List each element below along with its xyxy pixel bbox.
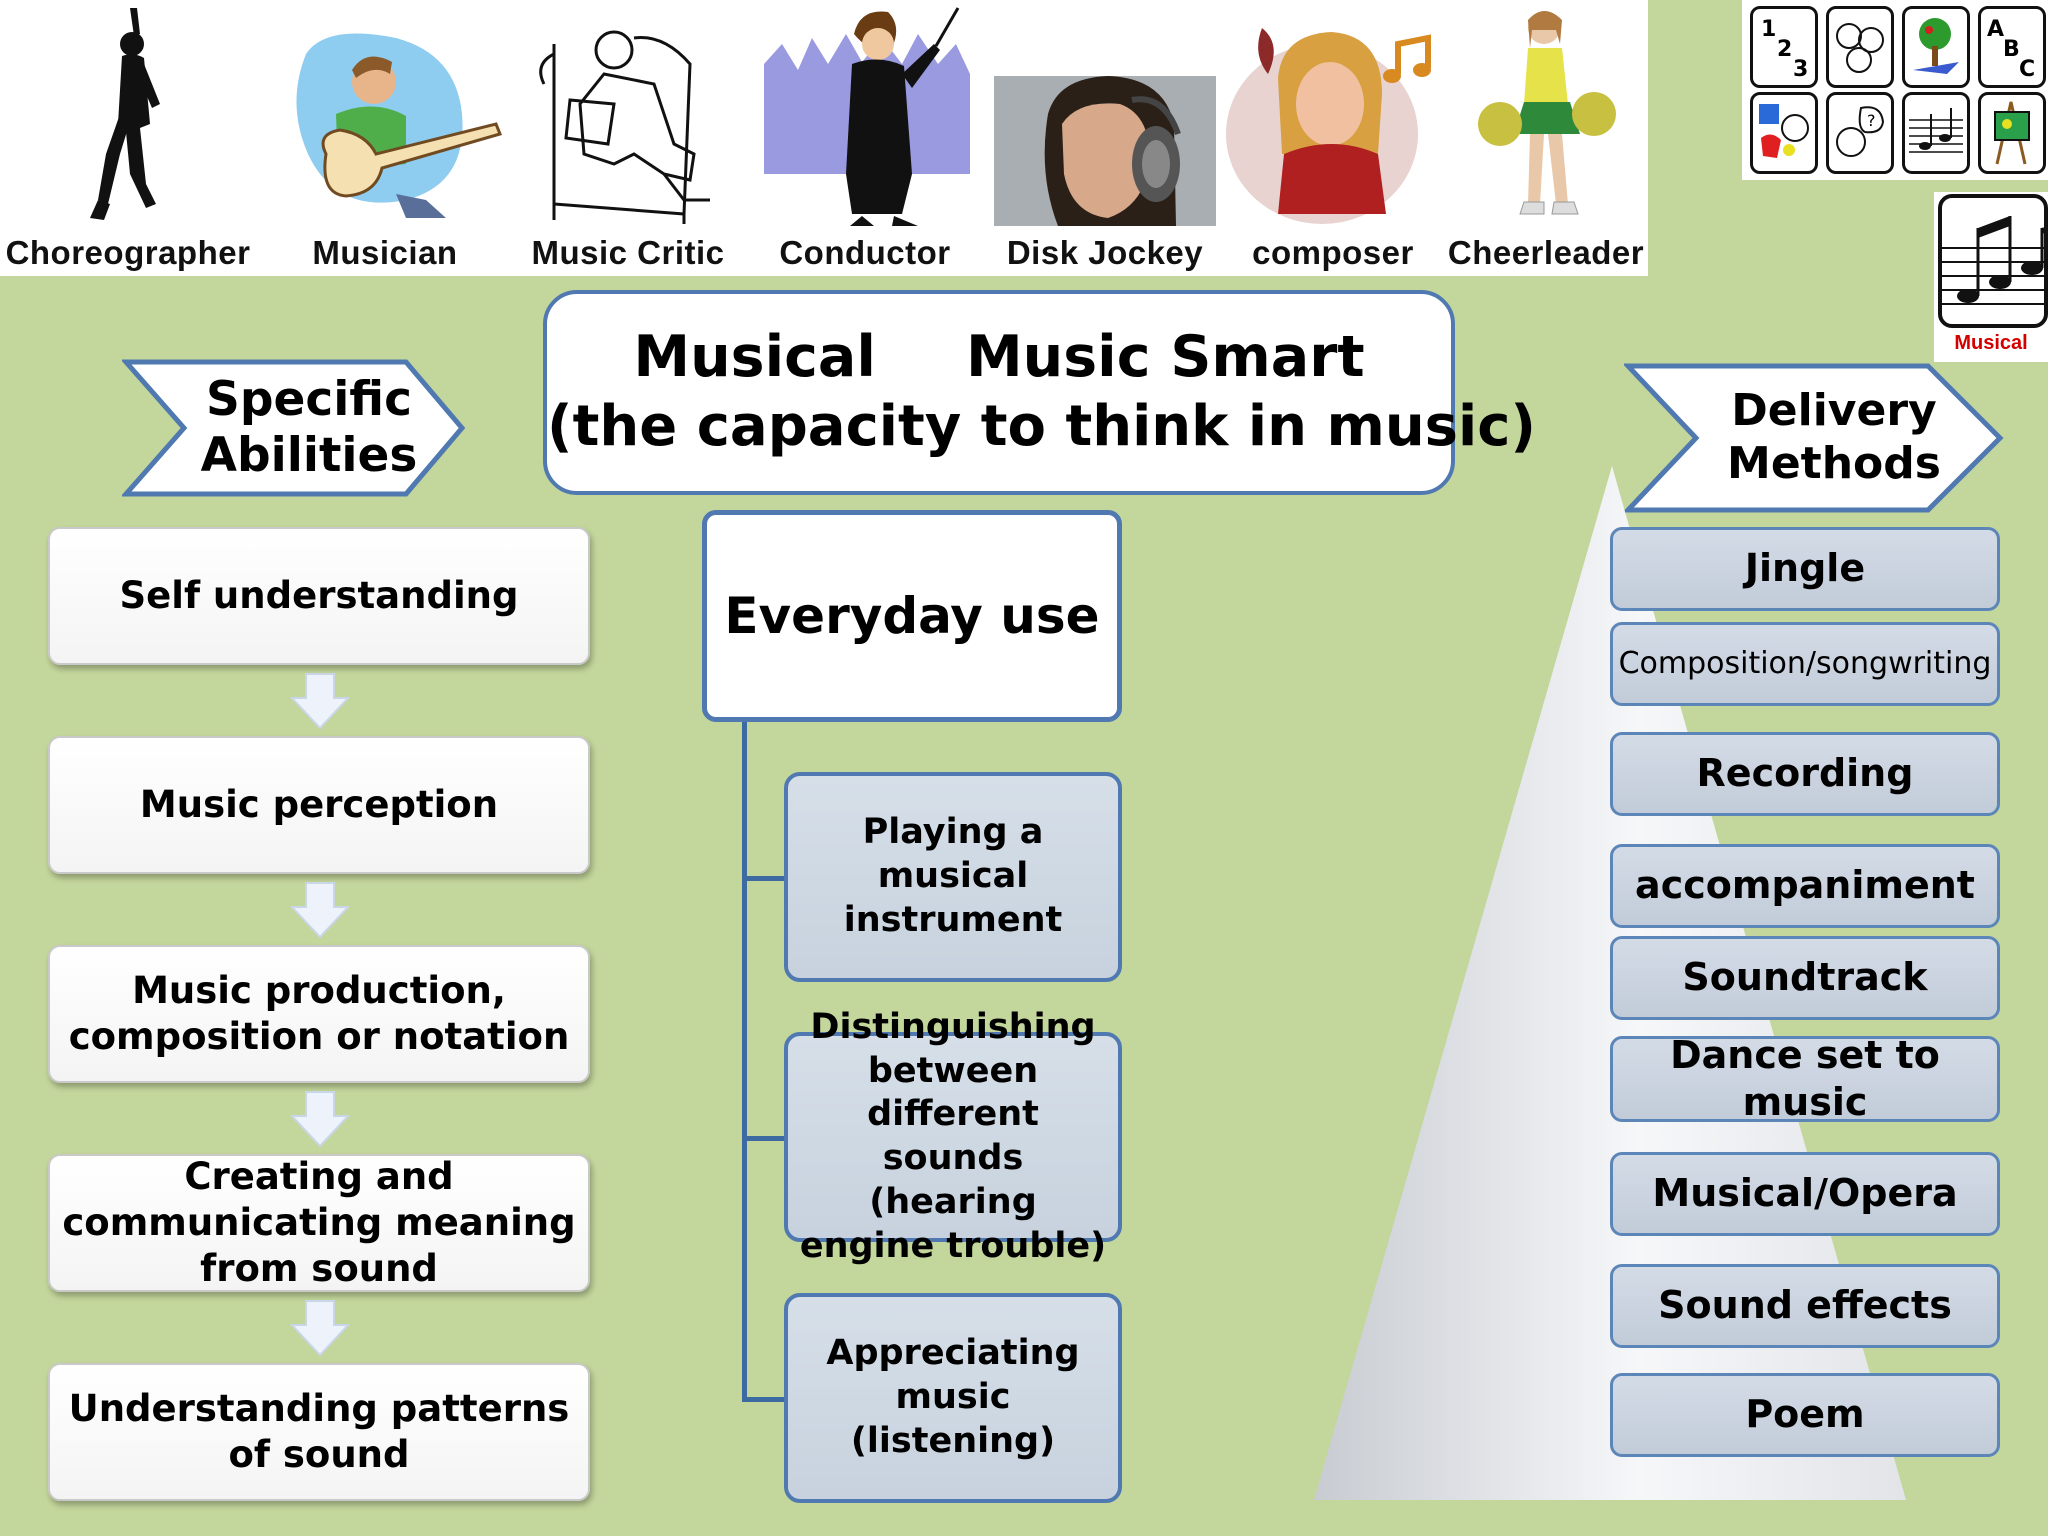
boy-with-headphones-photo bbox=[988, 4, 1222, 230]
role-label: Music Critic bbox=[531, 234, 725, 271]
nature-icon bbox=[1902, 6, 1970, 88]
down-arrow-icon bbox=[290, 1300, 350, 1357]
role-composer: composer bbox=[1222, 0, 1444, 276]
ability-box: Understanding patterns of sound bbox=[48, 1363, 590, 1501]
delivery-method-item: Recording bbox=[1610, 732, 2000, 816]
guitarist-icon bbox=[256, 4, 514, 230]
delivery-methods-label: Delivery Methods bbox=[1727, 385, 1941, 489]
everyday-item: Appreciating music (listening) bbox=[784, 1293, 1122, 1503]
delivery-method-item: Jingle bbox=[1610, 527, 2000, 611]
svg-text:B: B bbox=[2003, 37, 2020, 62]
svg-text:3: 3 bbox=[1793, 57, 1808, 82]
role-disk-jockey: Disk Jockey bbox=[988, 0, 1222, 276]
musical-intelligence-icon: Musical bbox=[1934, 192, 2048, 362]
role-conductor: Conductor bbox=[742, 0, 988, 276]
specific-abilities-header: Specific Abilities bbox=[122, 358, 466, 498]
dancer-silhouette-icon bbox=[0, 4, 256, 230]
connector-line bbox=[742, 876, 786, 881]
delivery-method-item: Dance set to music bbox=[1610, 1033, 2000, 1124]
role-label: Conductor bbox=[779, 234, 951, 271]
title-box: Musical Music Smart (the capacity to thin… bbox=[543, 290, 1536, 495]
role-label: Cheerleader bbox=[1447, 234, 1645, 271]
connector-line bbox=[742, 722, 747, 1402]
everyday-use-box: Everyday use bbox=[702, 510, 1122, 722]
svg-text:2: 2 bbox=[1777, 37, 1792, 62]
role-label: Disk Jockey bbox=[1006, 234, 1204, 271]
delivery-methods-header: Delivery Methods bbox=[1624, 362, 2004, 514]
everyday-item: Distinguishing between different sounds … bbox=[784, 1007, 1122, 1266]
delivery-method-item: Musical/Opera bbox=[1610, 1152, 2000, 1236]
musical-icon-label: Musical bbox=[1954, 332, 2028, 354]
puzzle-ball-icon bbox=[1750, 92, 1818, 174]
specific-abilities-label: Specific Abilities bbox=[200, 371, 418, 483]
connector-line bbox=[742, 1136, 786, 1141]
role-cheerleader: Cheerleader bbox=[1444, 0, 1648, 276]
delivery-method-item: Soundtrack bbox=[1610, 936, 2000, 1020]
ability-box: Self understanding bbox=[48, 527, 590, 665]
delivery-method-item: Composition/songwriting bbox=[1610, 622, 2000, 706]
down-arrow-icon bbox=[290, 673, 350, 730]
painting-easel-icon bbox=[1978, 92, 2046, 174]
delivery-method-item: Poem bbox=[1610, 1373, 2000, 1457]
title-line: Musical Music Smart bbox=[547, 324, 1451, 390]
role-label: composer bbox=[1252, 234, 1414, 271]
cheerleader-icon bbox=[1444, 4, 1648, 230]
svg-text:1: 1 bbox=[1761, 17, 1776, 42]
delivery-method-item: Sound effects bbox=[1610, 1264, 2000, 1348]
critic-in-armchair-icon bbox=[514, 4, 742, 230]
role-choreographer: Choreographer bbox=[0, 0, 256, 276]
everyday-item: Playing a musical instrument bbox=[784, 772, 1122, 982]
role-music-critic: Music Critic bbox=[514, 0, 742, 276]
composer-portrait-icon bbox=[1222, 4, 1444, 230]
thinking-faces-icon: ? bbox=[1826, 92, 1894, 174]
svg-text:?: ? bbox=[1867, 111, 1876, 130]
role-label: Choreographer bbox=[5, 234, 251, 271]
title-subtitle: (the capacity to think in music) bbox=[547, 394, 1536, 459]
delivery-method-item: accompaniment bbox=[1610, 844, 2000, 928]
ability-box: Creating and communicating meaning from … bbox=[48, 1154, 590, 1292]
ability-box: Music perception bbox=[48, 736, 590, 874]
music-notes-icon bbox=[1938, 194, 2048, 328]
title-musical: Musical bbox=[633, 324, 876, 390]
conductor-icon bbox=[742, 4, 988, 230]
role-musician: Musician bbox=[256, 0, 514, 276]
svg-text:C: C bbox=[2019, 57, 2035, 82]
roles-strip: Choreographer Musician bbox=[0, 0, 1648, 276]
connector-line bbox=[742, 1397, 786, 1402]
svg-text:A: A bbox=[1987, 17, 2004, 42]
title-music-smart: Music Smart bbox=[965, 324, 1365, 390]
ability-box: Music production, composition or notatio… bbox=[48, 945, 590, 1083]
faces-icon bbox=[1826, 6, 1894, 88]
role-label: Musician bbox=[312, 234, 458, 271]
music-notes-icon bbox=[1902, 92, 1970, 174]
down-arrow-icon bbox=[290, 882, 350, 939]
down-arrow-icon bbox=[290, 1091, 350, 1148]
